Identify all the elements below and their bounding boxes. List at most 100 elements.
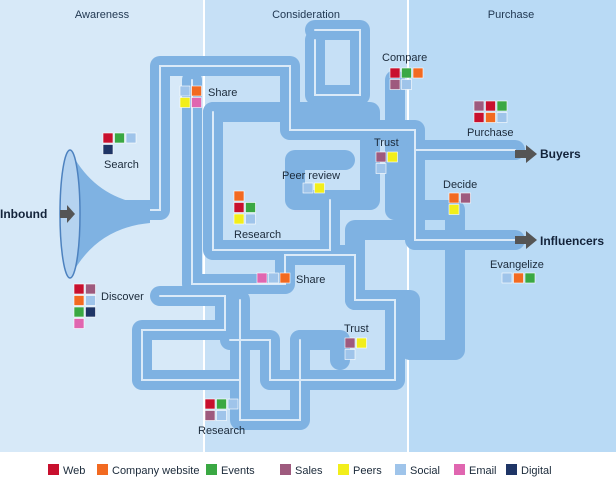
chip-events — [496, 100, 508, 112]
chip-social — [227, 398, 239, 410]
chip-sales — [389, 79, 401, 90]
legend-swatch — [48, 464, 59, 475]
legend-swatch — [280, 464, 291, 475]
chip-sales — [204, 410, 216, 421]
chip-email — [73, 318, 85, 329]
influencers-label: Influencers — [540, 234, 604, 248]
channel-chips — [73, 67, 536, 421]
legend-label: Sales — [295, 465, 323, 477]
legend-swatch — [454, 464, 465, 475]
legend-swatch — [338, 464, 349, 475]
buyers-label: Buyers — [540, 147, 581, 161]
legend-label: Email — [469, 465, 497, 477]
chip-social — [125, 132, 137, 144]
chip-company — [279, 272, 291, 284]
chip-social — [375, 163, 387, 174]
channel-chip-group — [179, 85, 202, 108]
chip-social — [302, 182, 314, 194]
chip-social — [401, 79, 412, 90]
chip-social — [179, 85, 191, 97]
channel-chip-group — [204, 398, 239, 421]
channel-chip-group — [302, 182, 325, 194]
node-label-purchase: Purchase — [467, 127, 513, 139]
chip-sales — [344, 337, 356, 349]
chip-web — [102, 132, 114, 144]
chip-sales — [460, 192, 471, 204]
chip-social — [216, 410, 227, 421]
chip-peers — [233, 213, 245, 225]
chip-company — [191, 85, 202, 97]
chip-web — [473, 112, 485, 123]
chip-company — [73, 295, 85, 306]
chip-events — [524, 272, 536, 284]
chip-web — [233, 202, 245, 213]
chip-social — [501, 272, 513, 284]
legend-label: Events — [221, 465, 255, 477]
legend-swatch — [97, 464, 108, 475]
legend-item: Web — [48, 464, 85, 477]
chip-sales — [375, 151, 387, 163]
chip-web — [73, 283, 85, 295]
phase-label: Purchase — [488, 9, 534, 21]
phase-label: Awareness — [75, 9, 130, 21]
chip-events — [114, 132, 125, 144]
legend-item: Events — [206, 464, 255, 477]
chip-email — [191, 97, 202, 108]
legend-swatch — [206, 464, 217, 475]
legend-item: Digital — [506, 464, 552, 477]
phase-band-purchase — [408, 0, 616, 452]
chip-digital — [85, 306, 96, 318]
node-label-research: Research — [234, 229, 281, 241]
legend-item: Email — [454, 464, 497, 477]
inbound-arrow — [60, 205, 75, 223]
chip-email — [256, 272, 268, 284]
node-label-decide: Decide — [443, 179, 477, 191]
node-label-share: Share — [208, 87, 237, 99]
inbound-label: Inbound — [0, 207, 47, 221]
chip-peers — [179, 97, 191, 108]
node-label-trust: Trust — [344, 323, 369, 335]
node-label-compare: Compare — [382, 52, 427, 64]
chip-web — [389, 67, 401, 79]
chip-web — [485, 100, 496, 112]
channel-chip-group — [501, 272, 536, 284]
chip-sales — [473, 100, 485, 112]
legend-swatch — [395, 464, 406, 475]
buyers-arrow — [515, 145, 537, 163]
chip-company — [485, 112, 496, 123]
chip-events — [245, 202, 256, 213]
legend-label: Web — [63, 465, 85, 477]
chip-social — [268, 272, 279, 284]
influencers-arrow — [515, 231, 537, 249]
node-label-peer-review: Peer review — [282, 170, 340, 182]
legend-item: Sales — [280, 464, 323, 477]
legend-label: Peers — [353, 465, 382, 477]
node-label-trust: Trust — [374, 137, 399, 149]
channel-chip-group — [389, 67, 424, 90]
chip-social — [245, 213, 256, 225]
chip-events — [216, 398, 227, 410]
node-label-search: Search — [104, 159, 139, 171]
legend-label: Digital — [521, 465, 552, 477]
chip-company — [448, 192, 460, 204]
channel-chip-group — [473, 100, 508, 123]
legend-label: Social — [410, 465, 440, 477]
channel-chip-group — [344, 337, 367, 360]
pipe-highlight — [109, 29, 516, 421]
node-label-evangelize: Evangelize — [490, 259, 544, 271]
chip-peers — [314, 182, 325, 194]
channel-chip-group — [233, 190, 256, 225]
node-label-research: Research — [198, 425, 245, 437]
chip-company — [513, 272, 524, 284]
node-label-share: Share — [296, 274, 325, 286]
channel-chip-group — [375, 151, 398, 174]
chip-events — [401, 67, 412, 79]
chip-peers — [356, 337, 367, 349]
channel-chip-group — [448, 192, 471, 215]
legend-item: Social — [395, 464, 440, 477]
chip-digital — [102, 144, 114, 155]
chip-company — [233, 190, 245, 202]
